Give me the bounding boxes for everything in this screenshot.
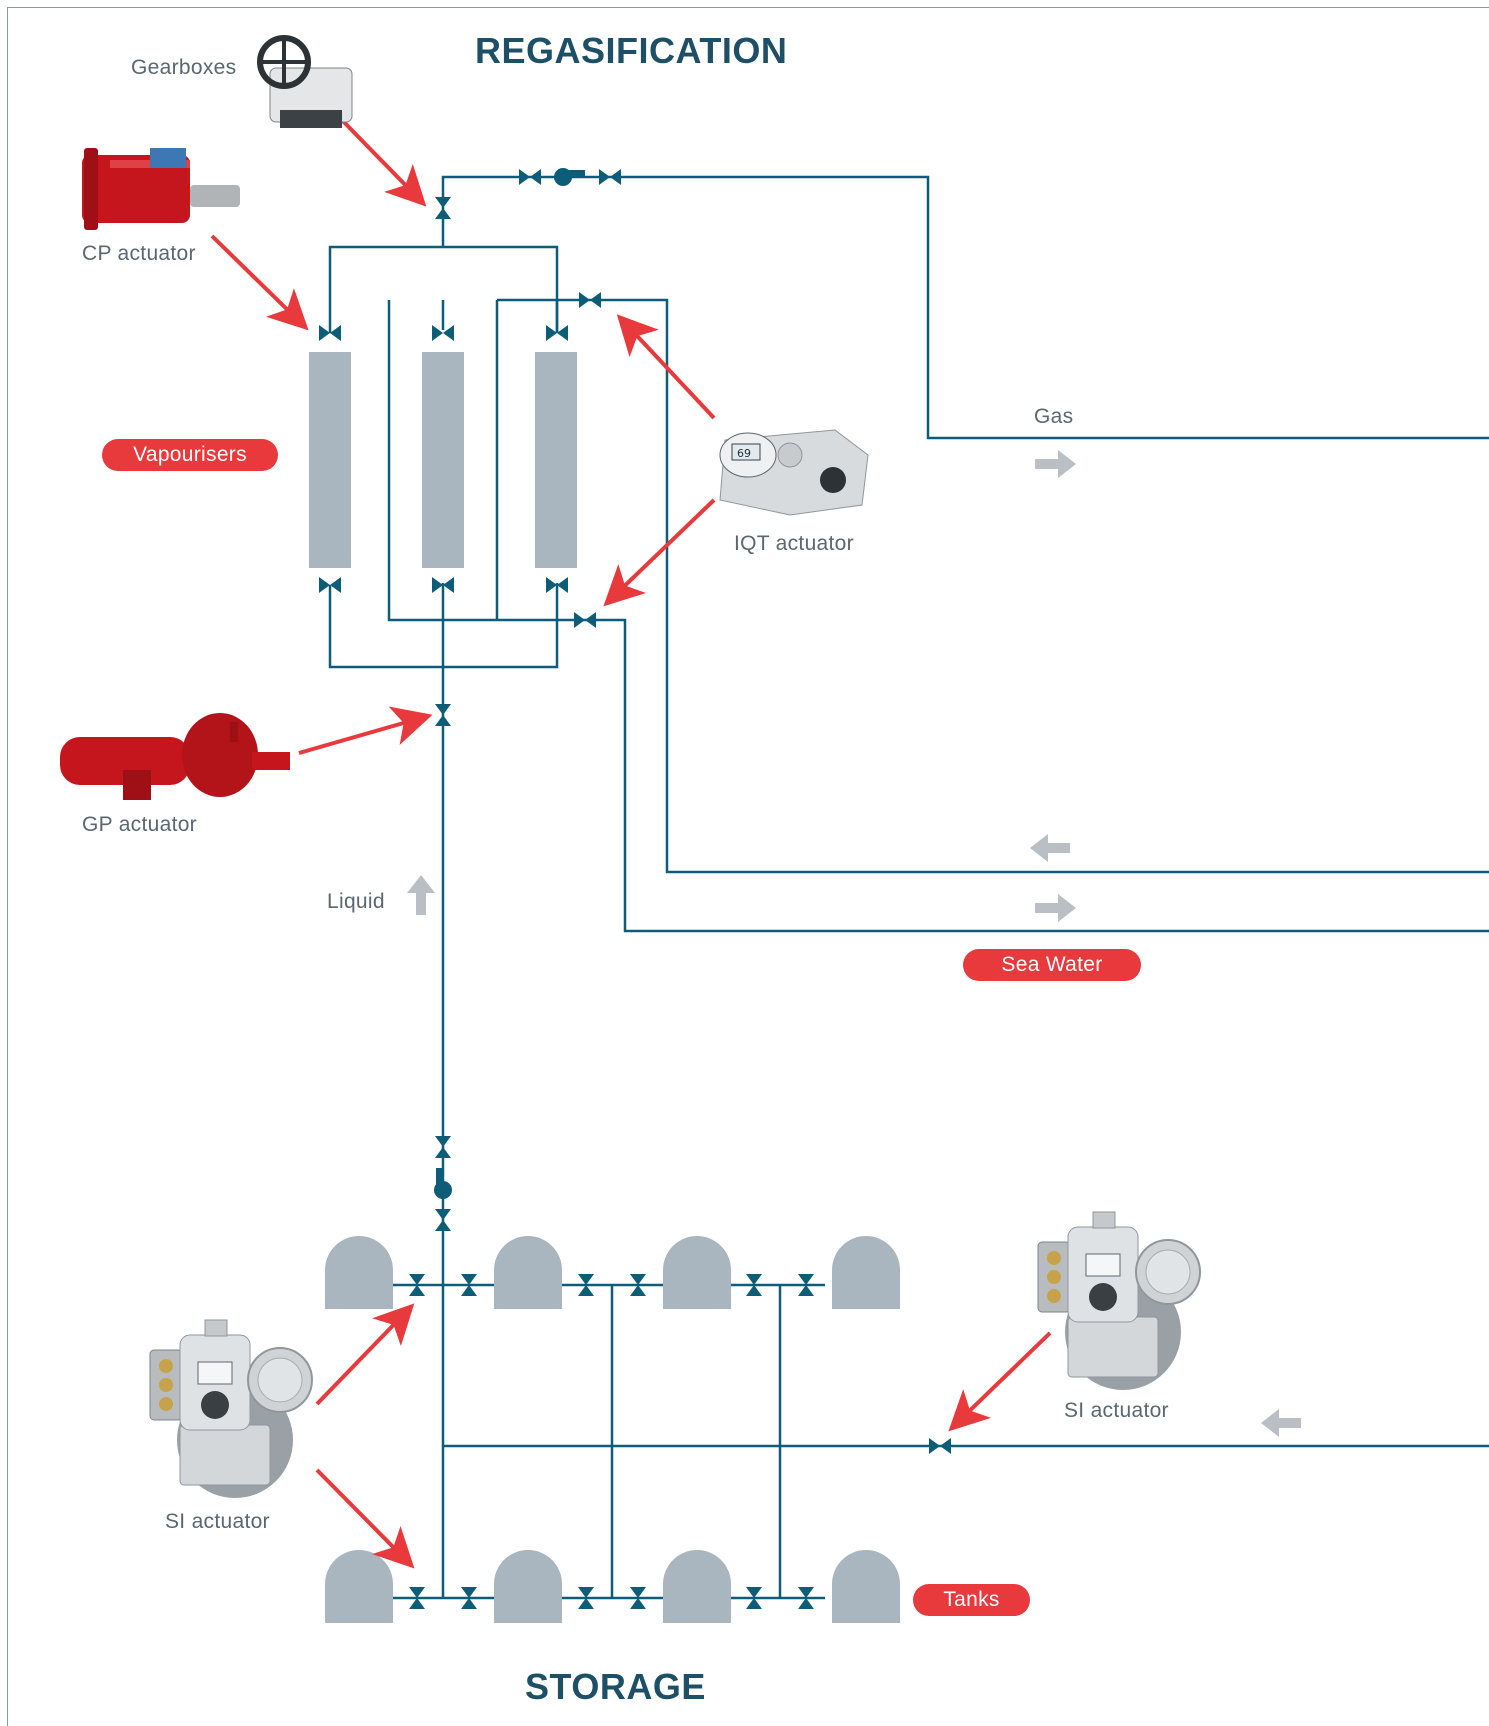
tanks-pill: Tanks [913,1584,1030,1616]
sea-water-pill: Sea Water [963,949,1141,981]
flow-arrow-icon [1035,894,1076,922]
si-actuator-right-label: SI actuator [1064,1399,1169,1422]
si-actuator-left-label: SI actuator [165,1510,270,1533]
pump-icon [434,1168,452,1199]
cp-actuator-label: CP actuator [82,242,196,265]
vapourisers-pill: Vapourisers [102,439,278,471]
regasification-title: REGASIFICATION [475,30,788,71]
pointer-arrow-icon [338,116,427,207]
gp-actuator-label: GP actuator [82,813,197,836]
cp-actuator-icon [82,148,240,230]
regas-pipes [328,175,1489,1230]
pointer-arrow-icon [948,1331,1052,1432]
flow-arrow-icon [407,875,435,915]
iqt-actuator-label: IQT actuator [734,532,854,555]
storage-title: STORAGE [525,1666,706,1707]
diagram-frame [7,7,1489,1726]
storage-pipes [393,1230,1489,1600]
vapouriser-columns [309,352,577,568]
si-actuator-icon [1037,1211,1201,1391]
flow-arrows [407,450,1301,1437]
pointer-arrow-icon [616,314,716,420]
flow-arrow-icon [1035,450,1076,478]
iqt-readout: 69 [737,447,751,460]
iqt-actuator-icon: 69 [719,429,869,516]
pointer-arrow-icon [298,706,433,755]
gas-label: Gas [1034,405,1074,428]
pointer-arrow-icon [210,234,309,331]
pointer-arrow-icon [315,1303,415,1406]
flow-arrow-icon [1261,1409,1301,1437]
pointer-arrow-icon [315,1468,415,1569]
pointer-arrows [210,116,1052,1569]
pump-icon [554,168,585,186]
si-actuator-icon [149,1319,313,1499]
pointer-arrow-icon [603,498,716,607]
flow-arrow-icon [1030,834,1070,862]
gp-actuator-icon [60,713,290,800]
regas-valves [319,169,621,1231]
gearboxes-label: Gearboxes [131,56,237,79]
liquid-label: Liquid [327,890,385,913]
gearbox-icon [257,35,353,128]
